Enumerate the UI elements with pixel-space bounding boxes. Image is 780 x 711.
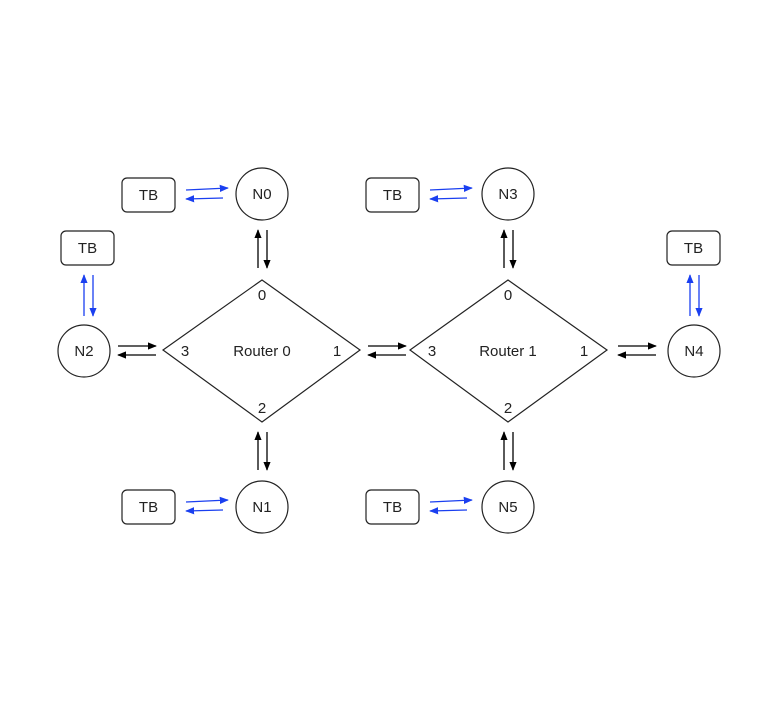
testbench-n5-label: TB bbox=[383, 499, 402, 516]
link-n1-to-tb-arrow bbox=[185, 507, 224, 515]
router-0-port-3: 3 bbox=[181, 343, 189, 360]
node-n1-label: N1 bbox=[252, 499, 271, 516]
node-n3[interactable]: N3 bbox=[481, 167, 535, 221]
node-n1[interactable]: N1 bbox=[235, 480, 289, 534]
link-n3-to-tb-arrow bbox=[429, 195, 468, 203]
node-n3-label: N3 bbox=[498, 186, 517, 203]
link-n5-to-tb-arrow bbox=[429, 507, 468, 515]
link-tb-to-n0-arrow bbox=[185, 184, 229, 193]
testbench-n5[interactable]: TB bbox=[365, 489, 420, 525]
router-0-port-0: 0 bbox=[258, 287, 266, 304]
testbench-n1-label: TB bbox=[139, 499, 158, 516]
node-n0[interactable]: N0 bbox=[235, 167, 289, 221]
node-n2[interactable]: N2 bbox=[57, 324, 111, 378]
router-1-port-1: 1 bbox=[580, 343, 588, 360]
testbench-n0[interactable]: TB bbox=[121, 177, 176, 213]
node-n0-label: N0 bbox=[252, 186, 271, 203]
link-tb-to-n1-arrow bbox=[185, 496, 229, 505]
router-1[interactable]: Router 1 0 1 2 3 bbox=[408, 279, 609, 423]
node-n4[interactable]: N4 bbox=[667, 324, 721, 378]
testbench-n3-label: TB bbox=[383, 187, 402, 204]
router-0-port-2: 2 bbox=[258, 400, 266, 417]
node-n5-label: N5 bbox=[498, 499, 517, 516]
router-1-label: Router 1 bbox=[479, 343, 537, 360]
testbench-n2-label: TB bbox=[78, 240, 97, 257]
link-tb-to-n5-arrow bbox=[429, 496, 473, 505]
router-0[interactable]: Router 0 0 1 2 3 bbox=[161, 279, 362, 423]
router-1-port-2: 2 bbox=[504, 400, 512, 417]
testbench-n1[interactable]: TB bbox=[121, 489, 176, 525]
router-0-port-1: 1 bbox=[333, 343, 341, 360]
link-n0-to-tb-arrow bbox=[185, 195, 224, 203]
node-n2-label: N2 bbox=[74, 343, 93, 360]
router-0-label: Router 0 bbox=[233, 343, 291, 360]
node-n5[interactable]: N5 bbox=[481, 480, 535, 534]
router-1-port-0: 0 bbox=[504, 287, 512, 304]
link-tb-to-n3-arrow bbox=[429, 184, 473, 193]
testbench-n4[interactable]: TB bbox=[666, 230, 721, 266]
testbench-n2[interactable]: TB bbox=[60, 230, 115, 266]
testbench-n0-label: TB bbox=[139, 187, 158, 204]
testbench-n3[interactable]: TB bbox=[365, 177, 420, 213]
router-1-port-3: 3 bbox=[428, 343, 436, 360]
node-n4-label: N4 bbox=[684, 343, 703, 360]
testbench-n4-label: TB bbox=[684, 240, 703, 257]
